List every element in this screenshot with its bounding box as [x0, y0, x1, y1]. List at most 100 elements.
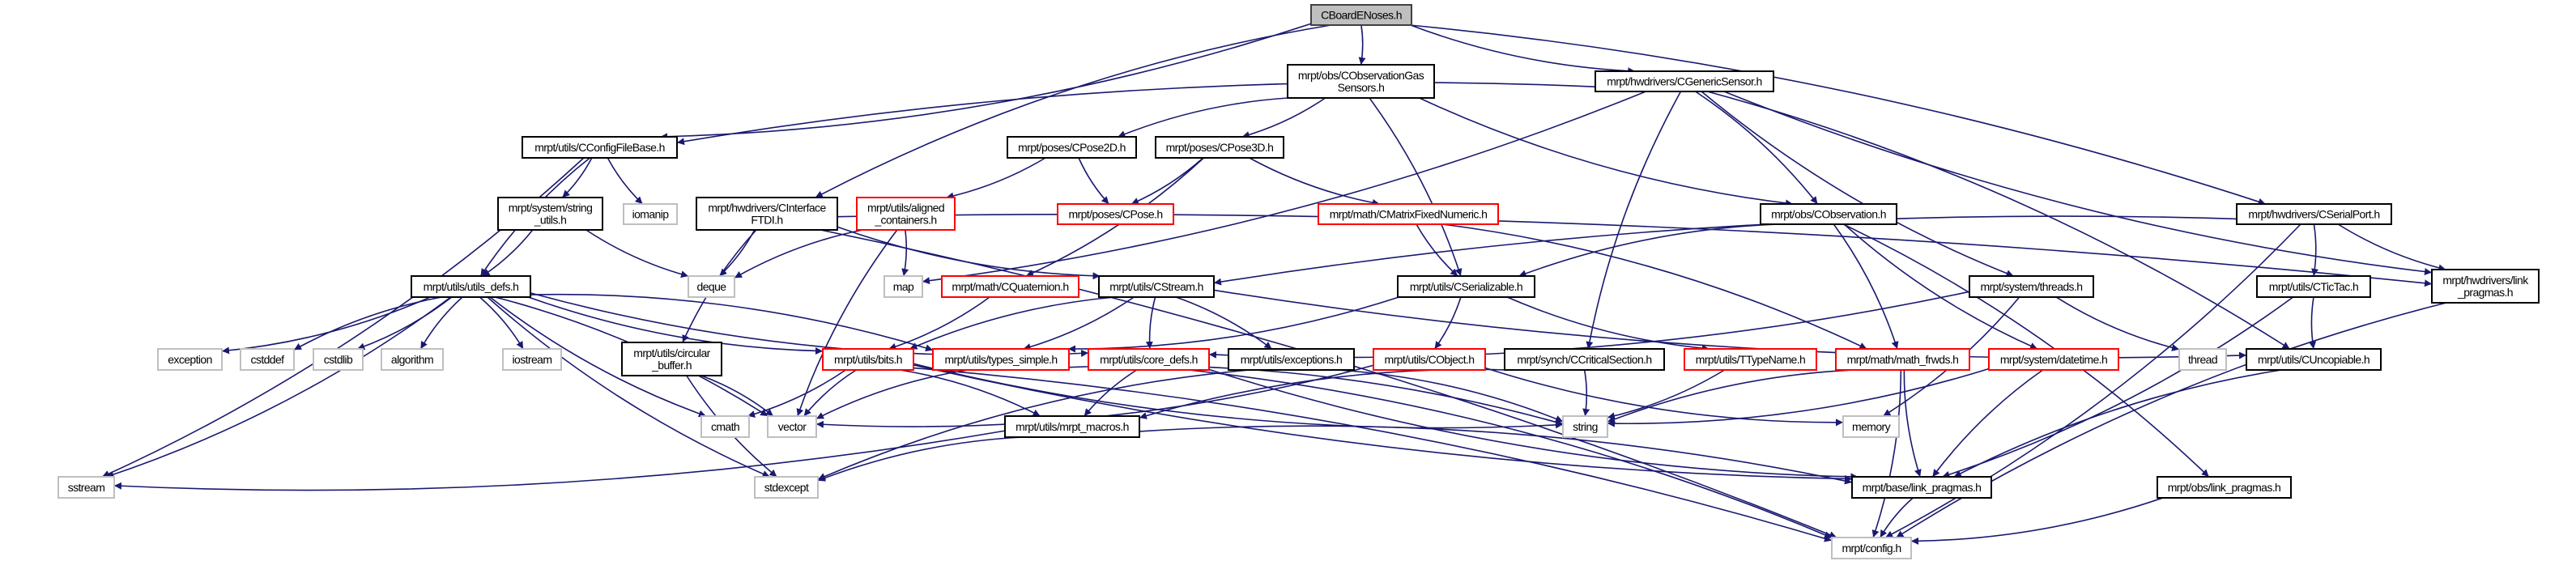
edge-pose2d-to-cpose — [1078, 157, 1109, 205]
node-label: CBoardENoses.h — [1321, 9, 1402, 22]
edge-gensensor-to-configfile — [676, 82, 1596, 146]
node-mrptmacros[interactable]: mrpt/utils/mrpt_macros.h — [1004, 415, 1140, 438]
node-baselinkpragmas[interactable]: mrpt/base/link_pragmas.h — [1851, 476, 1992, 499]
node-label: iostream — [513, 353, 552, 366]
node-box — [623, 203, 678, 225]
node-label: mrpt/utils/exceptions.h — [1241, 353, 1342, 366]
node-box — [1842, 415, 1900, 438]
node-label: mrpt/obs/link_pragmas.h — [2168, 481, 2281, 494]
node-datetime[interactable]: mrpt/system/datetime.h — [1988, 348, 2119, 371]
edge-pose3d-to-matrixfixed — [1249, 157, 1380, 206]
node-label: mrpt/system/string — [509, 202, 593, 215]
node-label: mrpt/system/datetime.h — [2000, 353, 2107, 366]
node-threads[interactable]: mrpt/system/threads.h — [1969, 275, 2094, 298]
node-label: _utils.h — [534, 214, 567, 227]
node-observation[interactable]: mrpt/obs/CObservation.h — [1760, 203, 1897, 225]
node-algorithm: algorithm — [381, 348, 444, 371]
node-box — [1318, 203, 1499, 225]
node-box — [754, 476, 819, 499]
node-utilsdefs[interactable]: mrpt/utils/utils_defs.h — [411, 275, 531, 298]
node-cstream[interactable]: mrpt/utils/CStream.h — [1098, 275, 1215, 298]
node-obslinkpragmas[interactable]: mrpt/obs/link_pragmas.h — [2157, 476, 2292, 499]
node-bits[interactable]: mrpt/utils/bits.h — [822, 348, 914, 371]
node-box — [700, 415, 750, 438]
edge-gensensor-to-observation — [1695, 91, 1819, 205]
node-label: mrpt/utils/CTicTac.h — [2269, 280, 2358, 293]
node-typessimple[interactable]: mrpt/utils/types_simple.h — [932, 348, 1070, 371]
edge-root-to-ftdi — [815, 24, 1331, 198]
node-label: stdexcept — [764, 481, 809, 494]
node-box — [411, 275, 531, 298]
edge-bits-to-config — [913, 367, 1833, 542]
node-box — [2178, 348, 2227, 371]
node-box — [522, 136, 678, 159]
node-mathfrwds[interactable]: mrpt/math/math_frwds.h — [1835, 348, 1970, 371]
edge-bits-to-vector — [803, 369, 857, 417]
node-label: mrpt/hwdrivers/CGenericSensor.h — [1607, 75, 1761, 88]
edge-cobject-to-memory — [1484, 367, 1844, 427]
node-pose2d[interactable]: mrpt/poses/CPose2D.h — [1007, 136, 1137, 159]
node-pose3d[interactable]: mrpt/poses/CPose3D.h — [1155, 136, 1284, 159]
edge-mrptmacros-to-sstream — [113, 430, 1006, 491]
node-box — [313, 348, 364, 371]
node-configfile[interactable]: mrpt/utils/CConfigFileBase.h — [522, 136, 678, 159]
node-cobject[interactable]: mrpt/utils/CObject.h — [1373, 348, 1486, 371]
node-hwlinkpragmas[interactable]: mrpt/hwdrivers/link_pragmas.h — [2431, 269, 2540, 304]
edge-ftdi-to-cstream — [837, 226, 1101, 280]
node-box — [2157, 476, 2292, 499]
node-box — [1310, 4, 1412, 26]
node-label: mrpt/hwdrivers/CInterface — [708, 202, 826, 215]
node-serializable[interactable]: mrpt/utils/CSerializable.h — [1397, 275, 1535, 298]
node-aligned[interactable]: mrpt/utils/aligned_containers.h — [856, 197, 956, 231]
node-box — [381, 348, 444, 371]
node-label: mrpt/config.h — [1842, 542, 1901, 555]
node-gensensor[interactable]: mrpt/hwdrivers/CGenericSensor.h — [1595, 70, 1774, 92]
node-tictac[interactable]: mrpt/utils/CTicTac.h — [2256, 275, 2371, 298]
node-serialport[interactable]: mrpt/hwdrivers/CSerialPort.h — [2236, 203, 2392, 225]
edge-cstream-to-exceptions — [1175, 296, 1272, 350]
node-circbuffer[interactable]: mrpt/utils/circular_buffer.h — [621, 342, 722, 376]
node-root[interactable]: CBoardENoses.h — [1310, 4, 1412, 26]
node-label: _buffer.h — [651, 359, 692, 372]
node-box — [157, 348, 223, 371]
node-label: mrpt/utils/mrpt_macros.h — [1015, 420, 1129, 433]
edge-coredefs-to-config — [1189, 369, 1833, 538]
node-label: deque — [697, 280, 727, 293]
node-matrixfixed[interactable]: mrpt/math/CMatrixFixedNumeric.h — [1318, 203, 1499, 225]
edge-gensensor-to-uncopiable — [1707, 91, 2291, 350]
node-quaternion[interactable]: mrpt/math/CQuaternion.h — [941, 275, 1079, 298]
edge-threads-to-coredefs — [1208, 291, 1970, 359]
node-box — [2236, 203, 2392, 225]
node-exceptions[interactable]: mrpt/utils/exceptions.h — [1228, 348, 1355, 371]
node-box — [1988, 348, 2119, 371]
node-cpose[interactable]: mrpt/poses/CPose.h — [1057, 203, 1174, 225]
edge-mathfrwds-to-baselinkpragmas — [1903, 369, 1922, 478]
edge-utilsdefs-to-typessimple — [530, 293, 934, 352]
edge-gas-to-pose2d — [1118, 97, 1288, 138]
edge-cstream-to-bits — [909, 296, 1115, 350]
node-label: _containers.h — [874, 214, 936, 227]
node-uncopiable[interactable]: mrpt/utils/CUncopiable.h — [2246, 348, 2382, 371]
node-coredefs[interactable]: mrpt/utils/core_defs.h — [1088, 348, 1210, 371]
node-ttypename[interactable]: mrpt/utils/TTypeName.h — [1684, 348, 1817, 371]
node-label: mrpt/hwdrivers/link — [2442, 274, 2529, 287]
edge-configfile-to-stringutils — [561, 157, 593, 198]
node-box — [1562, 415, 1608, 438]
node-label: mrpt/base/link_pragmas.h — [1863, 481, 1982, 494]
node-label: mrpt/utils/utils_defs.h — [424, 280, 519, 293]
node-box — [1835, 348, 1970, 371]
node-box — [1007, 136, 1137, 159]
edge-mrptmacros-to-baselinkpragmas — [1139, 425, 1853, 485]
node-label: map — [893, 280, 914, 293]
node-critsection[interactable]: mrpt/synch/CCriticalSection.h — [1504, 348, 1665, 371]
node-config: mrpt/config.h — [1831, 537, 1912, 559]
edge-utilsdefs-to-exception — [221, 296, 431, 355]
edge-gensensor-to-critsection — [1586, 91, 1682, 350]
node-stringutils[interactable]: mrpt/system/string_utils.h — [497, 197, 603, 231]
node-box — [502, 348, 562, 371]
edge-serialport-to-tictac — [2311, 223, 2318, 277]
node-label: mrpt/utils/core_defs.h — [1100, 353, 1198, 366]
